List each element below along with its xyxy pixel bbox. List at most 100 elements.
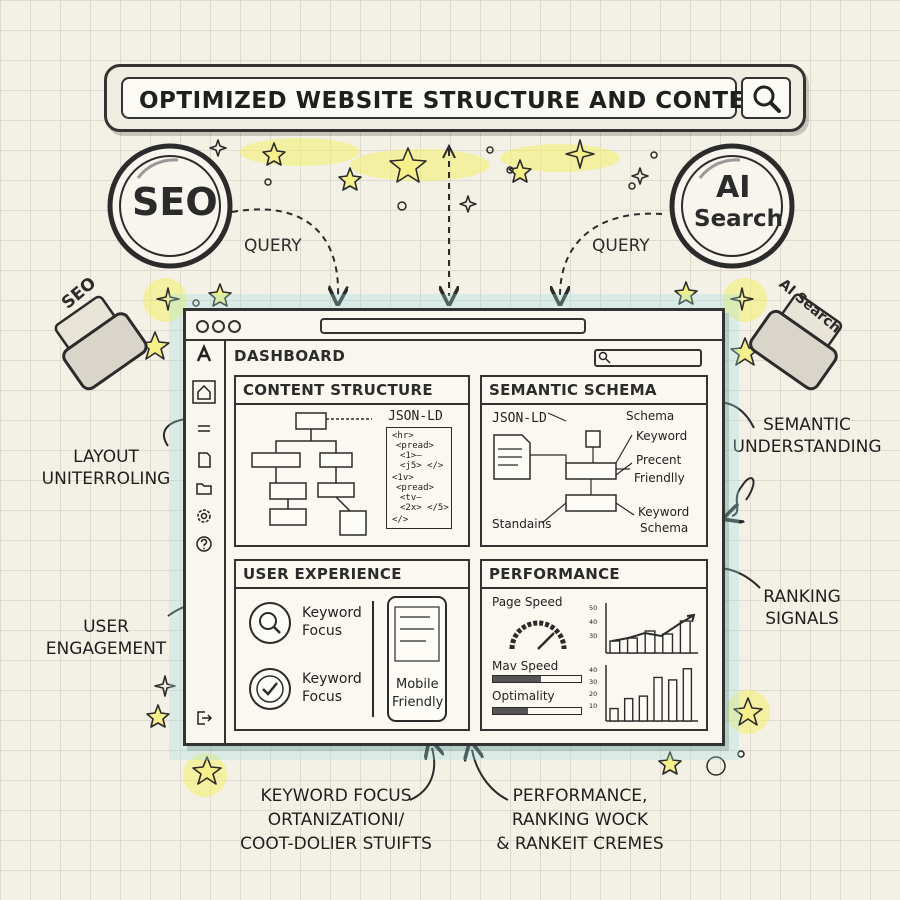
address-bar[interactable] — [320, 318, 586, 334]
speed-gauge — [509, 620, 567, 650]
window-dot[interactable] — [196, 320, 209, 333]
mobile-phone-icon — [387, 596, 447, 722]
window-dot[interactable] — [228, 320, 241, 333]
perf-optimality: Optimality — [492, 689, 555, 703]
schema-keyword-schema-1: Keyword — [638, 505, 690, 519]
code-line: <2x> </5> — [400, 503, 449, 513]
chart-bar — [662, 633, 674, 654]
check-circle-icon — [249, 668, 291, 710]
star-icon — [262, 142, 286, 166]
search-icon — [753, 85, 781, 113]
ai-lens-text-2: Search — [694, 206, 784, 232]
seo-lens-text: SEO — [132, 180, 218, 224]
chart-bar — [626, 637, 638, 654]
dashboard-window: DASHBOARD CONTENT STRUCTURE JSON-LD — [183, 308, 725, 746]
chart-bar — [653, 676, 663, 722]
chart-bar — [623, 697, 634, 722]
dashboard-sidebar — [186, 339, 226, 743]
sparkle-icon — [154, 675, 176, 697]
chart-bar — [609, 707, 619, 722]
chart-tick-label: 30 — [589, 678, 597, 686]
code-line: </> — [392, 515, 409, 525]
chart-bar — [679, 620, 691, 654]
star-icon — [146, 704, 170, 728]
document-icon[interactable] — [195, 451, 213, 469]
list-icon[interactable] — [195, 421, 213, 439]
schema-label: Schema — [626, 409, 675, 423]
code-block — [386, 427, 452, 529]
gear-icon[interactable] — [195, 507, 213, 525]
panel-title: SEMANTIC SCHEMA — [482, 377, 706, 405]
schema-json-ld-label: JSON-LD — [492, 411, 547, 426]
chart-tick-label: 50 — [589, 604, 597, 612]
star-icon — [338, 167, 362, 191]
mav-speed-bar — [492, 675, 582, 683]
panel-performance: PERFORMANCE Page Speed Mav Speed Optimal… — [480, 559, 708, 731]
star-icon — [674, 281, 698, 305]
chart-trend-line — [611, 614, 695, 642]
chart-tick-label: 20 — [589, 690, 597, 698]
logout-icon[interactable] — [195, 709, 213, 727]
perf-mav-speed: Mav Speed — [492, 659, 559, 673]
query-label-right: QUERY — [592, 236, 650, 256]
panel-content-structure: CONTENT STRUCTURE JSON-LD <hr> <pread> <… — [234, 375, 470, 547]
chart-tick-label: 40 — [589, 666, 597, 674]
logo-icon — [196, 343, 212, 362]
chart-bar — [609, 640, 621, 654]
ux-mobile-line2: Friendly — [392, 695, 444, 710]
window-dot[interactable] — [212, 320, 225, 333]
star-icon — [389, 147, 427, 183]
schema-diagram — [493, 412, 635, 524]
sitemap-diagram — [251, 412, 372, 536]
code-line: <pread> — [396, 441, 434, 451]
sparkle-icon — [631, 167, 649, 185]
panel-title: PERFORMANCE — [482, 561, 706, 589]
sparkle-icon — [209, 139, 227, 157]
keyword-focus-icon — [249, 602, 291, 644]
home-icon[interactable] — [192, 380, 216, 404]
schema-friendlly-label: Friendlly — [634, 471, 685, 485]
content-json-ld-label: JSON-LD — [388, 409, 443, 424]
dashboard-search-input[interactable] — [594, 349, 702, 367]
code-line: <hr> — [392, 431, 414, 441]
star-icon — [733, 697, 763, 726]
star-icon — [658, 751, 682, 775]
code-line: <tv— — [400, 493, 422, 503]
schema-precent-label: Precent — [636, 453, 682, 467]
ai-search-magnifier — [669, 143, 843, 391]
chart-tick-label: 40 — [589, 618, 597, 626]
query-label-left: QUERY — [244, 236, 302, 256]
star-icon — [208, 283, 232, 307]
bottom-label-right: PERFORMANCE, RANKING WOCK & RANKEIT CREM… — [496, 786, 664, 854]
chart-tick-label: 30 — [589, 632, 597, 640]
search-icon — [598, 351, 611, 364]
bottom-label-left: KEYWORD FOCUS ORTANIZATIONI/ COOT-DOLIER… — [240, 786, 432, 854]
chart-bar — [667, 679, 678, 722]
search-bar[interactable]: OPTIMIZED WEBSITE STRUCTURE AND CONTENT — [104, 64, 806, 132]
chart-bar — [644, 630, 656, 654]
search-button[interactable] — [741, 77, 791, 119]
sparkle-icon — [459, 195, 477, 213]
help-icon[interactable] — [195, 535, 213, 553]
panel-semantic-schema: SEMANTIC SCHEMA JSON-LD Schema Keyword P… — [480, 375, 708, 547]
ai-lens-text-1: AI — [716, 170, 751, 205]
search-input[interactable]: OPTIMIZED WEBSITE STRUCTURE AND CONTENT — [121, 77, 780, 119]
chart-bar — [638, 695, 649, 722]
sparkle-icon — [156, 287, 180, 311]
code-line: <1v> — [392, 473, 414, 483]
ux-mobile-line1: Mobile — [396, 677, 439, 692]
optimality-fill — [493, 708, 529, 714]
panel-title: USER EXPERIENCE — [236, 561, 468, 589]
search-bar-title: OPTIMIZED WEBSITE STRUCTURE AND CONTENT — [139, 88, 781, 114]
star-icon — [192, 756, 222, 785]
sparkle-icon — [730, 287, 754, 311]
sparkle-icon — [565, 139, 595, 169]
folder-icon[interactable] — [195, 479, 213, 497]
perf-page-speed: Page Speed — [492, 595, 563, 609]
ux-item2-line2: Focus — [302, 689, 342, 705]
